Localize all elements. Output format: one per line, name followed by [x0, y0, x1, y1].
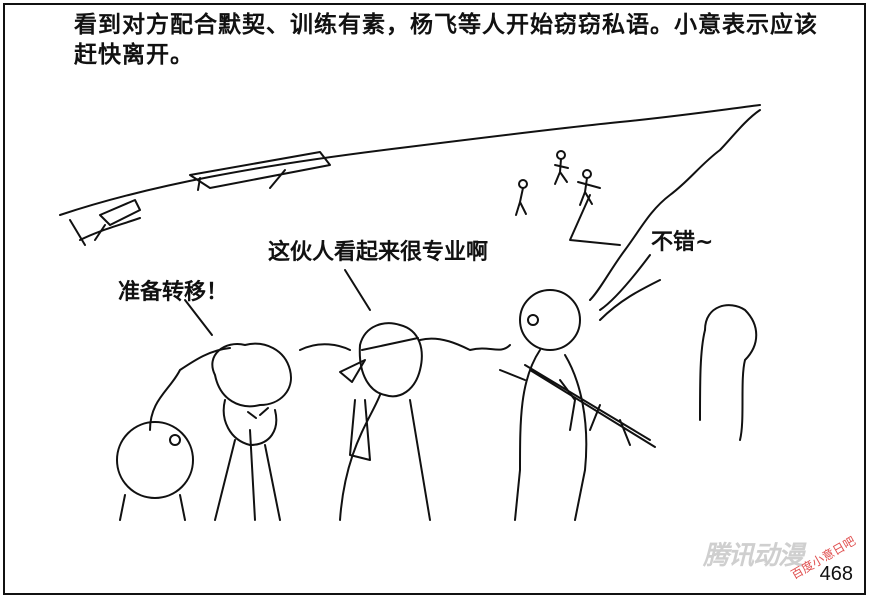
- vehicle-1: [189, 151, 331, 191]
- page-number: 468: [819, 563, 853, 585]
- tail-middle: [344, 269, 371, 311]
- character-right: [699, 304, 758, 441]
- cliff-edge-2: [69, 217, 141, 246]
- character-left: [116, 421, 194, 521]
- watermark-logo: 腾讯动漫: [702, 541, 804, 571]
- speech-bubble-transfer: 准备转移！: [118, 280, 229, 305]
- character-bun-hair: [211, 342, 292, 521]
- distant-soldiers: [515, 150, 601, 216]
- speech-bubble-professional: 这伙人看起来很专业啊: [268, 240, 489, 265]
- bushes: [149, 279, 661, 431]
- character-headband: [339, 322, 431, 521]
- narration-caption: 看到对方配合默契、训练有素，杨飞等人开始窃窃私语。小意表示应该赶快离开。: [74, 12, 818, 68]
- ridge-line: [59, 104, 761, 216]
- rifle: [524, 364, 656, 448]
- tail-right: [599, 254, 651, 311]
- speech-bubble-not-bad: 不错~: [651, 230, 714, 255]
- cliff-edge: [569, 194, 621, 246]
- hillside-slope: [589, 109, 761, 301]
- panel-border: [3, 3, 866, 595]
- character-rifle: [499, 289, 656, 521]
- tail-left: [184, 299, 213, 336]
- vehicle-2: [94, 199, 141, 241]
